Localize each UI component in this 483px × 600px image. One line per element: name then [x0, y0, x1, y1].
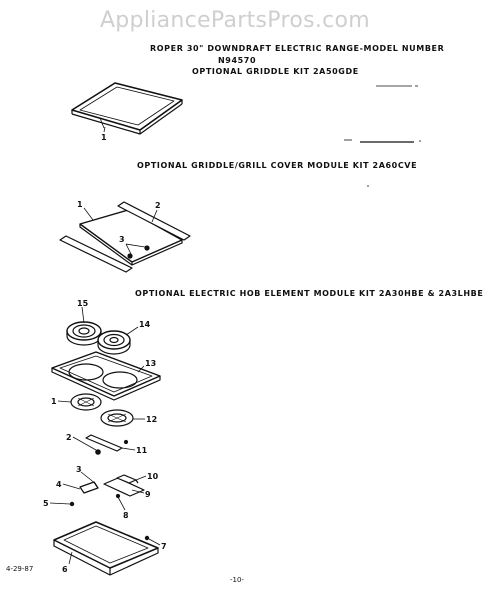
callout-hob-10: 10: [147, 472, 159, 481]
hob-element-large: [66, 321, 102, 346]
hob-top-plate: [51, 351, 161, 401]
cover-side-strip-left: [59, 235, 133, 273]
section-title-hob: OPTIONAL ELECTRIC HOB ELEMENT MODULE KIT…: [135, 289, 483, 298]
hob-connector-bar: [103, 477, 145, 497]
callout-hob-14: 14: [139, 320, 151, 329]
cover-panel: [79, 209, 183, 266]
callout-hob-8: 8: [123, 511, 129, 520]
callout-hob-3: 3: [76, 465, 82, 474]
callout-cover-2: 2: [155, 201, 161, 210]
page-number: -10-: [230, 576, 244, 584]
griddle-plate: [71, 82, 183, 135]
section-title-griddle: OPTIONAL GRIDDLE KIT 2A50GDE: [192, 67, 359, 76]
hob-burner-bowl-left: [70, 393, 102, 411]
callout-hob-12: 12: [146, 415, 157, 424]
page-title: ROPER 30" DOWNDRAFT ELECTRIC RANGE-MODEL…: [150, 44, 445, 53]
callout-hob-9: 9: [145, 490, 151, 499]
callout-cover-3: 3: [119, 235, 125, 244]
print-date: 4-29-87: [6, 565, 34, 573]
hob-support-bracket: [85, 434, 129, 455]
watermark: AppliancePartsPros.com: [99, 8, 371, 33]
hob-element-small: [97, 330, 131, 355]
callout-hob-15: 15: [77, 299, 89, 308]
callout-hob-11: 11: [136, 446, 148, 455]
parts-diagram: 1 1 2 3 15 14 13 1 12 2 11 3 10 4 9 5 8 …: [43, 82, 421, 576]
callout-hob-5: 5: [43, 499, 49, 508]
hob-small-screws: [69, 493, 150, 541]
callout-hob-4: 4: [56, 480, 62, 489]
callout-hob-6: 6: [62, 565, 68, 574]
callout-hob-1: 1: [51, 397, 57, 406]
section-title-cover: OPTIONAL GRIDDLE/GRILL COVER MODULE KIT …: [137, 161, 418, 170]
cover-screws: [127, 245, 150, 259]
callout-cover-1: 1: [77, 200, 83, 209]
hob-drip-tray: [53, 521, 159, 576]
callout-griddle-1: 1: [101, 133, 107, 142]
hob-burner-bowl-right: [100, 409, 134, 427]
cover-side-strip-right: [117, 201, 191, 241]
callout-hob-7: 7: [161, 542, 167, 551]
model-number: N94570: [218, 56, 257, 65]
callout-hob-13: 13: [145, 359, 156, 368]
callout-hob-2: 2: [66, 433, 72, 442]
